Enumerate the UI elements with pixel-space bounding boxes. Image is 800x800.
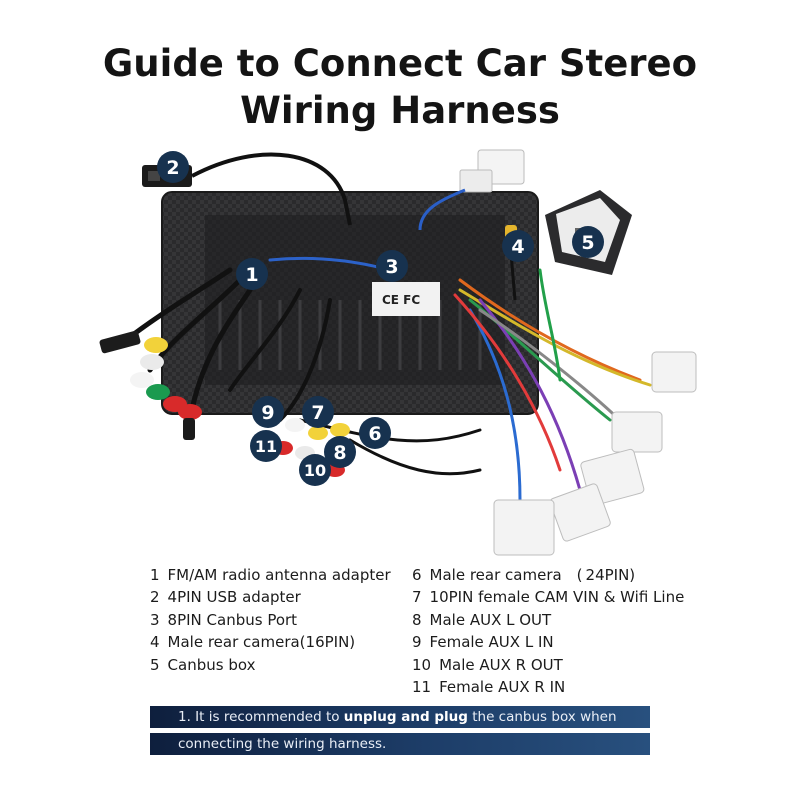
callout-badges: 1 2 3 4 5 6 7 8 9 10 11 (157, 151, 604, 486)
legend-number: 4 (150, 633, 160, 652)
legend-number: 10 (412, 655, 432, 674)
svg-text:9: 9 (261, 402, 274, 424)
legend-label: Female AUX L IN (429, 633, 554, 652)
legend-label: Male rear camera(16PIN) (167, 633, 356, 652)
callout-1: 1 (236, 258, 268, 290)
legend-left: 1 FM/AM radio antenna adapter 2 4PIN USB a… (150, 564, 391, 676)
harness-plugs (493, 351, 697, 556)
legend-item: 4 Male rear camera(16PIN) (150, 631, 391, 653)
legend-number: 6 (412, 566, 422, 584)
legend-label: Female AUX R IN (439, 678, 566, 697)
callout-3: 3 (376, 250, 408, 282)
legend-item: 3 8PIN Canbus Port (150, 609, 391, 631)
svg-text:4: 4 (511, 236, 524, 258)
rca-connectors (99, 330, 202, 440)
legend-number: 3 (150, 610, 160, 629)
svg-text:3: 3 (385, 256, 398, 278)
legend-right: 6 Male rear camera ( 24PIN) 7 10PIN female… (412, 564, 684, 698)
legend-item: 8 Male AUX L OUT (412, 609, 684, 631)
callout-6: 6 (359, 417, 391, 449)
white-connector-top (418, 149, 525, 231)
callout-8: 8 (324, 436, 356, 468)
legend-label: 4PIN USB adapter (167, 588, 301, 607)
legend-label: Male rear camera ( 24PIN) (429, 566, 636, 584)
svg-text:10: 10 (304, 461, 326, 480)
page-title: Guide to Connect Car Stereo Wiring Harne… (0, 40, 800, 134)
callout-10: 10 (299, 454, 331, 486)
svg-text:5: 5 (581, 232, 594, 254)
legend-label: Canbus box (167, 655, 256, 674)
legend-item: 2 4PIN USB adapter (150, 586, 391, 608)
legend-item: 11 Female AUX R IN (412, 676, 684, 698)
note-prefix: 1. It is recommended to (178, 709, 344, 725)
callout-9: 9 (252, 396, 284, 428)
wire-bundle (117, 256, 652, 502)
wiring-harness-photo: CE FC (99, 149, 697, 556)
legend-item: 7 10PIN female CAM VIN & Wifi Line (412, 586, 684, 608)
note-line-2-text: connecting the wiring harness. (178, 736, 387, 752)
svg-text:7: 7 (311, 402, 324, 424)
svg-text:1: 1 (245, 264, 258, 286)
title-line-1: Guide to Connect Car Stereo (102, 42, 698, 85)
title-line-2: Wiring Harness (240, 89, 560, 132)
legend-item: 9 Female AUX L IN (412, 631, 684, 653)
legend-number: 5 (150, 655, 160, 674)
legend-number: 2 (150, 588, 160, 607)
callout-4: 4 (502, 230, 534, 262)
callout-7: 7 (302, 396, 334, 428)
svg-text:6: 6 (368, 423, 381, 445)
legend-item: 10 Male AUX R OUT (412, 654, 684, 676)
legend-number: 9 (412, 633, 422, 652)
legend-label: 10PIN female CAM VIN & Wifi Line (429, 588, 685, 607)
callout-2: 2 (157, 151, 189, 183)
legend-label: FM/AM radio antenna adapter (167, 566, 391, 584)
legend-label: Male AUX R OUT (439, 655, 563, 674)
callout-11: 11 (250, 430, 282, 462)
callout-5: 5 (572, 226, 604, 258)
note-emphasis: unplug and plug (343, 709, 468, 725)
legend-label: 8PIN Canbus Port (167, 610, 298, 629)
cert-label: CE FC (382, 293, 420, 307)
note-line-2: connecting the wiring harness. (150, 733, 650, 755)
legend-item: 1 FM/AM radio antenna adapter (150, 564, 391, 586)
legend-item: 6 Male rear camera ( 24PIN) (412, 564, 684, 586)
legend-number: 11 (412, 678, 432, 697)
svg-text:11: 11 (255, 437, 277, 456)
svg-text:2: 2 (166, 157, 179, 179)
legend-number: 7 (412, 588, 422, 607)
svg-text:8: 8 (333, 442, 346, 464)
note-line-1: 1. It is recommended to unplug and plug … (150, 706, 650, 728)
note-suffix: the canbus box when (467, 709, 617, 725)
legend-item: 5 Canbus box (150, 654, 391, 676)
legend-number: 1 (150, 566, 160, 584)
legend-number: 8 (412, 610, 422, 629)
legend-label: Male AUX L OUT (429, 610, 552, 629)
